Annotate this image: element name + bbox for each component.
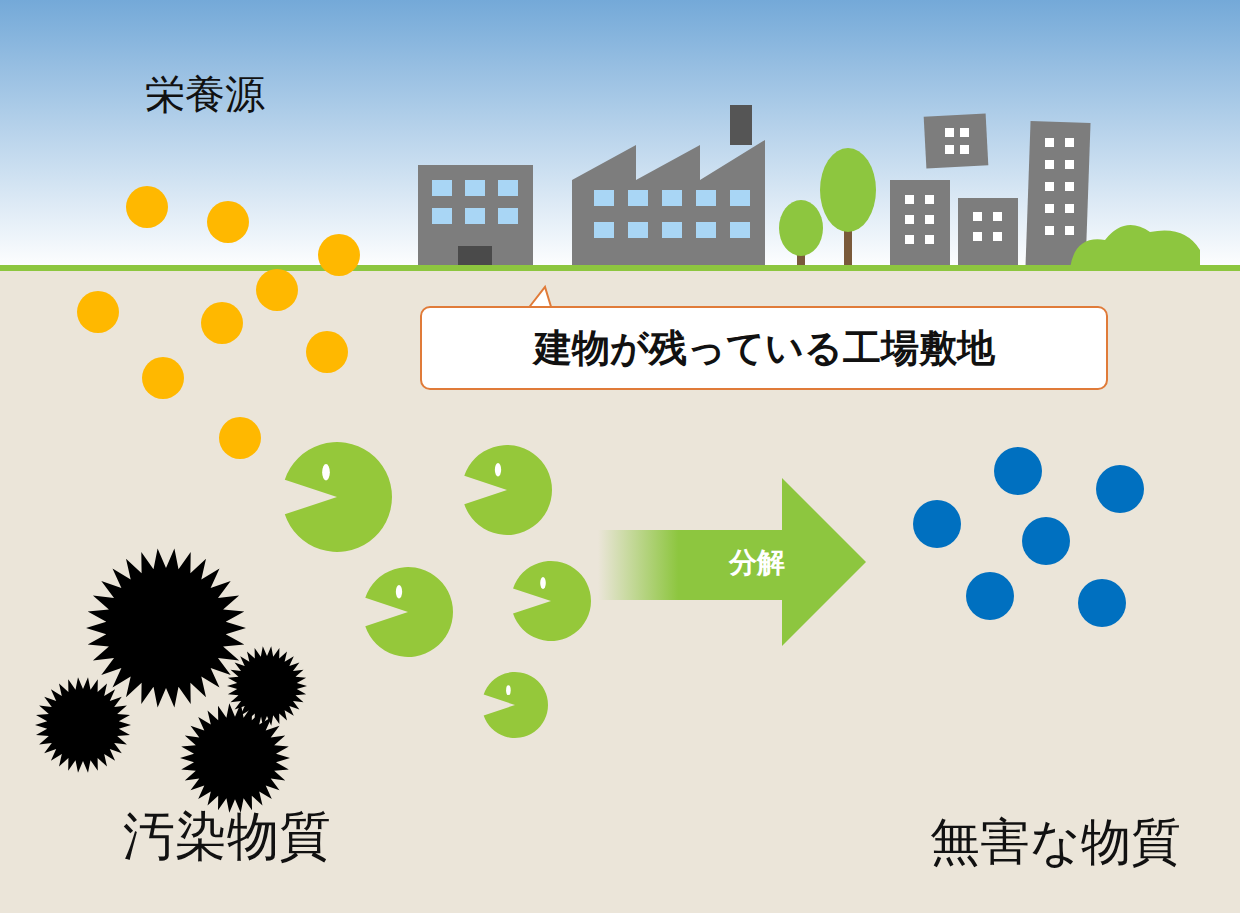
arrow-label: 分解 — [729, 548, 785, 579]
microbe-eye — [540, 577, 546, 589]
microbe-eye — [506, 685, 511, 695]
microbes — [285, 442, 591, 738]
pollutant — [86, 548, 246, 707]
trees — [779, 148, 876, 268]
microbe-eye — [322, 464, 330, 481]
section-label: 無害な物質 — [930, 815, 1181, 870]
callout-text: 建物が残っている工場敷地 — [534, 323, 995, 374]
section-label: 汚染物質 — [123, 808, 331, 865]
decompose-arrow — [598, 478, 866, 646]
microbe-eye — [495, 463, 501, 477]
callout-box: 建物が残っている工場敷地 — [420, 306, 1108, 390]
microbe — [484, 672, 548, 738]
microbe — [513, 561, 591, 641]
city-buildings — [890, 113, 1091, 269]
microbe — [285, 442, 392, 552]
pollutant — [180, 703, 290, 812]
factory — [572, 105, 765, 268]
grass-line — [0, 265, 1240, 271]
microbe-eye — [396, 585, 402, 599]
microbe — [365, 567, 453, 657]
harmless-dots — [913, 447, 1144, 627]
bush — [1070, 225, 1200, 268]
nutrient-dots — [77, 186, 360, 459]
section-label: 栄養源 — [145, 72, 265, 116]
pollutant-blobs — [35, 548, 307, 812]
pollutant — [35, 677, 131, 772]
office-building — [418, 165, 533, 268]
microbe — [464, 445, 552, 535]
city-windows — [905, 128, 1074, 244]
ground — [0, 270, 1240, 913]
sky — [0, 0, 1240, 270]
